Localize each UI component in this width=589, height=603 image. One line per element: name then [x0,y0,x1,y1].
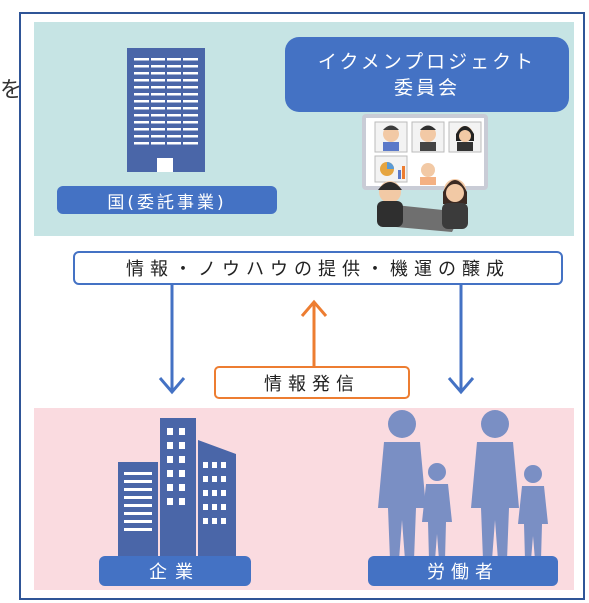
committee-label-line2: 委員会 [393,76,460,99]
info-transmission-box: 情報発信 [214,366,410,399]
workers-label-text: 労働者 [427,562,499,583]
down-arrow-right [447,282,475,395]
company-buildings-icon [118,418,236,556]
meeting-illustration [362,114,488,232]
info-provision-text: 情報・ノウハウの提供・機運の醸成 [126,259,510,280]
info-transmission-text: 情報発信 [264,373,360,395]
down-arrow-left [158,282,186,395]
committee-label-line1: イクメンプロジェクト [317,50,537,73]
diagram-frame [19,12,585,600]
committee-label: イクメンプロジェクト 委員会 [285,37,569,112]
government-label: 国(委託事業) [57,186,277,214]
info-provision-box: 情報・ノウハウの提供・機運の醸成 [73,251,563,285]
office-tower-icon [127,48,205,172]
workers-label: 労働者 [368,556,558,586]
family-people-icon [378,410,548,560]
up-arrow [300,299,328,368]
stray-text: を [0,78,20,103]
company-label-text: 企業 [149,562,201,583]
company-label: 企業 [99,556,251,586]
government-label-text: 国(委託事業) [107,192,227,213]
